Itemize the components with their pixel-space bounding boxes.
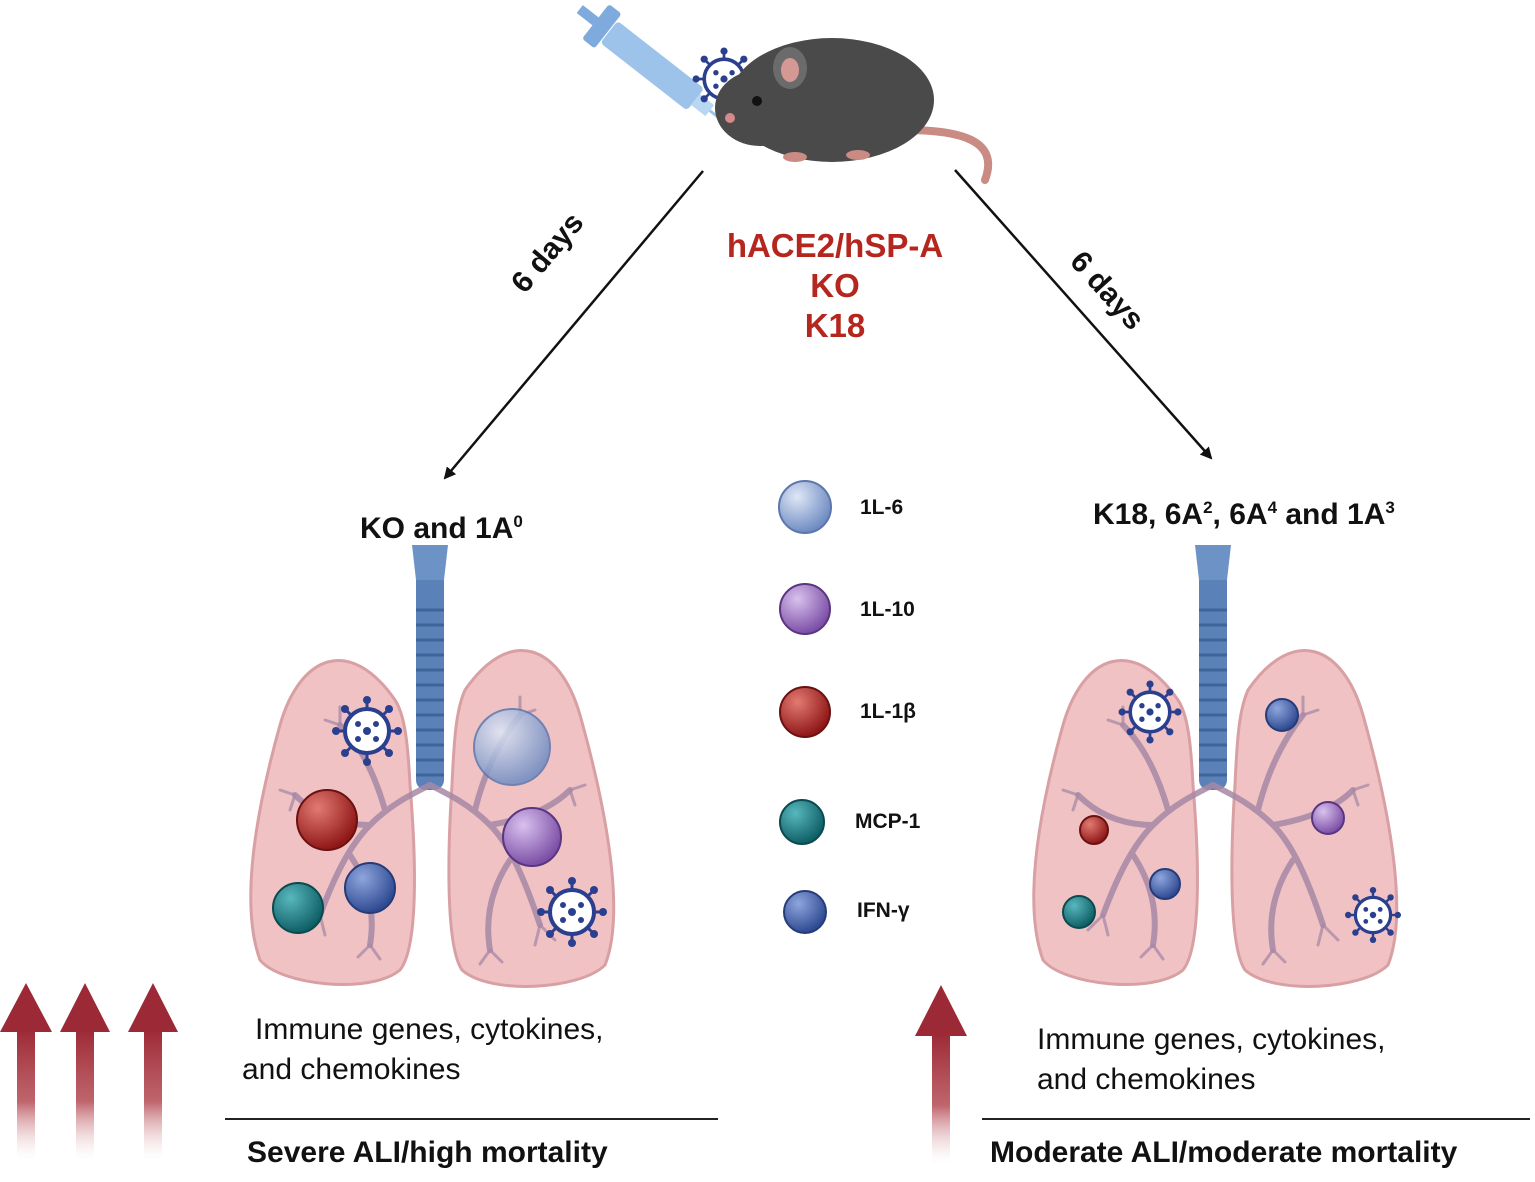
legend-il1b-sphere-icon [779,686,831,738]
left-ifng-sphere-icon [344,862,396,914]
legend-ifng-sphere-icon [783,890,827,934]
right-virus-icon-b [1343,885,1403,945]
center-label-line2: KO [810,267,860,304]
right-effect-line1: Immune genes, cytokines, [1037,1023,1386,1056]
left-outcome: Severe ALI/high mortality [247,1136,608,1169]
right-group-title: K18, 6A2, 6A4 and 1A3 [1093,498,1395,531]
right-il1b-sphere-icon [1079,815,1109,845]
left-up-arrows [0,983,178,1160]
left-effect-line1: Immune genes, cytokines, [255,1013,604,1046]
left-effect-line2: and chemokines [242,1053,461,1086]
right-il10-sphere-icon [1311,801,1345,835]
left-virus-icon-b [535,875,609,949]
right-up-arrows [915,985,967,1164]
right-virus-icon-a [1116,678,1184,746]
up-arrow-icon [128,983,178,1160]
right-arrow [954,169,1213,460]
left-il10-sphere-icon [502,807,562,867]
left-arrow [443,170,704,480]
left-il6-sphere-icon [473,708,551,786]
center-label-line3: K18 [804,307,866,344]
legend-label-il10: 1L-10 [860,598,915,621]
legend-il10-sphere-icon [779,583,831,635]
left-il1b-sphere-icon [296,789,358,851]
legend-label-il6: 1L-6 [860,496,904,519]
left-group-title: KO and 1A0 [360,512,523,545]
legend-il6-sphere-icon [778,480,832,534]
right-outcome: Moderate ALI/moderate mortality [990,1136,1458,1169]
legend-label-mcp1: MCP-1 [855,810,921,833]
legend-label-ifng: IFN-γ [857,899,910,922]
right-divider [982,1118,1530,1120]
right-ifng-sphere-icon [1265,698,1299,732]
center-label-line1: hACE2/hSP-A [726,227,944,264]
mouse-icon [715,38,993,184]
left-virus-icon-a [330,694,404,768]
right-ifng-sphere-icon-b [1149,868,1181,900]
legend-label-il1b: 1L-1β [860,700,916,723]
right-mcp1-sphere-icon [1062,895,1096,929]
up-arrow-icon [0,983,52,1160]
left-divider [225,1118,718,1120]
left-mcp1-sphere-icon [272,882,324,934]
right-effect-line2: and chemokines [1037,1063,1256,1096]
up-arrow-icon [915,985,967,1164]
up-arrow-icon [60,983,110,1160]
legend-mcp1-sphere-icon [779,799,825,845]
